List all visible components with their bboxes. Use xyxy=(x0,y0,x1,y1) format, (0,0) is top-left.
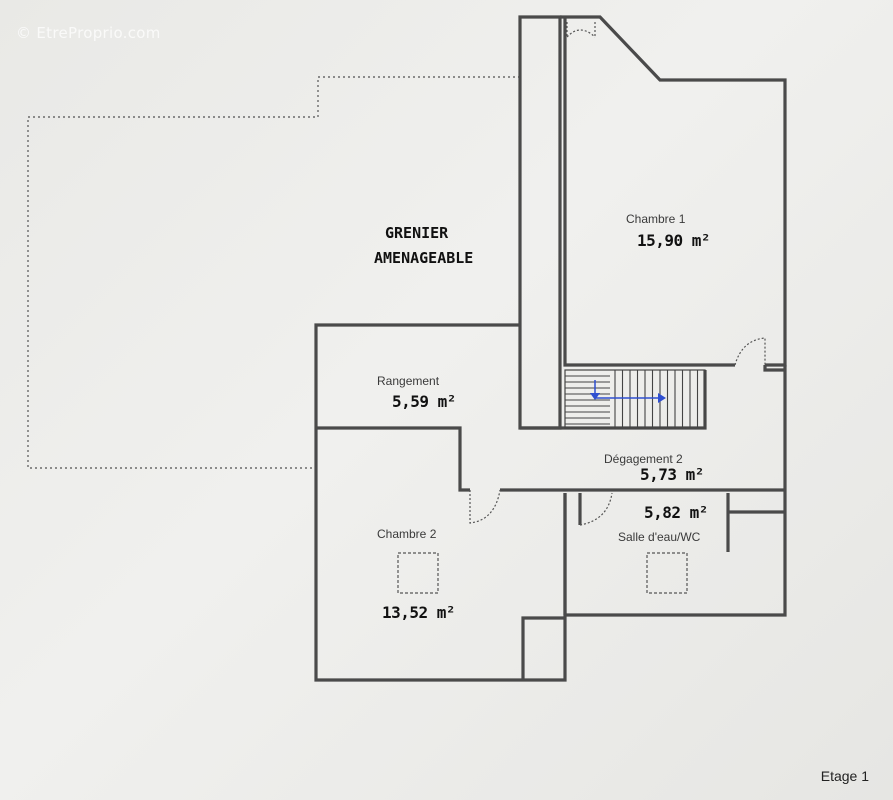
floor-label: Etage 1 xyxy=(820,768,869,784)
watermark: © EtreProprio.com xyxy=(16,24,161,42)
skylight-chambre-2 xyxy=(397,552,439,594)
room-name-salle-d-eau: Salle d'eau/WC xyxy=(618,530,701,544)
staircase xyxy=(564,369,706,429)
room-area-chambre-2: 13,52 m² xyxy=(382,603,456,622)
room-name-rangement: Rangement xyxy=(377,374,440,388)
room-area-chambre-1: 15,90 m² xyxy=(637,231,711,250)
room-area-salle-d-eau: 5,82 m² xyxy=(644,503,708,522)
room-area-rangement: 5,59 m² xyxy=(392,392,456,411)
walls xyxy=(314,15,787,682)
grenier-label-line1: GRENIER xyxy=(385,224,449,242)
doors xyxy=(469,22,766,526)
room-name-chambre-2: Chambre 2 xyxy=(377,527,437,541)
grenier-label-line2: AMENAGEABLE xyxy=(374,249,474,267)
attic-outline xyxy=(27,76,520,469)
skylight-salle-d-eau xyxy=(646,552,688,594)
room-name-degagement-2: Dégagement 2 xyxy=(604,452,683,466)
room-area-degagement-2: 5,73 m² xyxy=(640,465,704,484)
room-name-chambre-1: Chambre 1 xyxy=(626,212,686,226)
